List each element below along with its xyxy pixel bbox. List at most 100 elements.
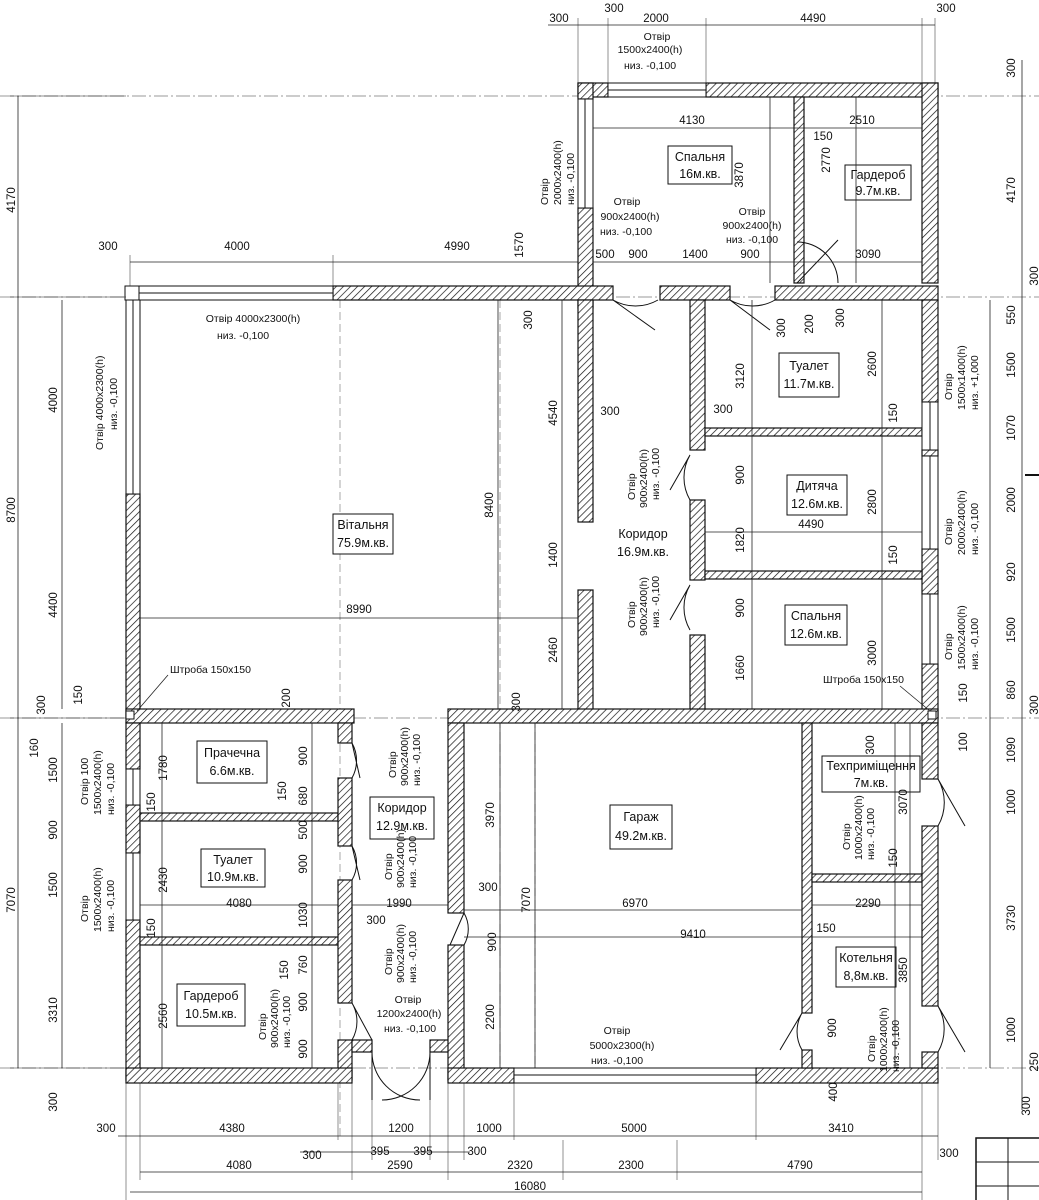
svg-text:900: 900	[48, 820, 60, 839]
svg-text:2460: 2460	[548, 637, 560, 663]
opening-top-window-2: 1500x2400(h)	[618, 44, 683, 56]
svg-text:1500: 1500	[48, 872, 60, 898]
opening-bed-door-3: низ. -0,100	[600, 226, 652, 238]
room-box-garazh	[609, 804, 673, 850]
note-shtroba-left: Штроба 150x150	[170, 664, 251, 676]
svg-text:2000: 2000	[1006, 487, 1018, 513]
svg-text:низ. -0,100: низ. -0,100	[969, 618, 981, 670]
svg-text:150: 150	[277, 781, 289, 800]
svg-text:1500x1400(h): 1500x1400(h)	[956, 345, 968, 410]
svg-text:низ. +1,000: низ. +1,000	[969, 355, 981, 410]
svg-text:150: 150	[888, 848, 900, 867]
svg-text:900: 900	[298, 1039, 310, 1058]
dimension-lines	[10, 18, 1023, 1200]
svg-text:Отвір: Отвір	[539, 178, 551, 205]
room-box-tekhprym	[821, 755, 921, 793]
dim-top-1: 300	[604, 3, 623, 15]
svg-text:300: 300	[511, 692, 523, 711]
svg-text:300: 300	[835, 308, 847, 327]
dim-cor-0: 500	[595, 249, 614, 261]
svg-text:680: 680	[298, 786, 310, 805]
opening-gar-gate-3: низ. -0,100	[591, 1055, 643, 1067]
opening-liv-left: Отвір 4000x2300(h) низ. -0,100	[94, 356, 120, 450]
svg-text:3970: 3970	[485, 802, 497, 828]
opening-liv-top-1: Отвір 4000x2300(h)	[206, 313, 300, 325]
svg-text:300: 300	[1021, 1096, 1033, 1115]
svg-text:2320: 2320	[507, 1160, 533, 1172]
svg-text:1000: 1000	[476, 1123, 502, 1135]
room-name-kotelnia: Котельня	[839, 951, 893, 965]
svg-text:2590: 2590	[387, 1160, 413, 1172]
svg-text:низ. -0,100: низ. -0,100	[890, 1020, 902, 1072]
svg-text:7070: 7070	[6, 887, 18, 913]
svg-text:низ. -0,100: низ. -0,100	[407, 836, 419, 888]
opening-bed-door-2: 900x2400(h)	[601, 211, 660, 223]
opening-cor-d1: Отвір 900x2400(h) низ. -0,100	[626, 448, 662, 508]
svg-text:300: 300	[1029, 266, 1039, 285]
opening-gar-gate-2: 5000x2300(h)	[590, 1040, 655, 1052]
svg-text:1500: 1500	[48, 757, 60, 783]
note-shtroba-right: Штроба 150x150	[823, 674, 904, 686]
svg-text:3120: 3120	[735, 363, 747, 389]
svg-text:300: 300	[36, 695, 48, 714]
svg-text:300: 300	[523, 310, 535, 329]
svg-text:1780: 1780	[158, 755, 170, 781]
svg-text:900: 900	[298, 746, 310, 765]
dim-bed-2: 2510	[849, 115, 875, 127]
svg-text:395: 395	[370, 1146, 389, 1158]
svg-text:900x2400(h): 900x2400(h)	[638, 577, 650, 636]
dim-cor-3: 900	[740, 249, 759, 261]
svg-text:Отвір: Отвір	[383, 948, 395, 975]
svg-text:5000: 5000	[621, 1123, 647, 1135]
svg-text:300: 300	[713, 404, 732, 416]
dim-top-2: 2000	[643, 13, 669, 25]
room-labels: Спальня 16м.кв. Гардероб 9.7м.кв. Туалет…	[176, 145, 921, 1027]
room-area-tualet1: 11.7м.кв.	[783, 377, 834, 391]
svg-text:300: 300	[776, 318, 788, 337]
svg-text:3730: 3730	[1006, 905, 1018, 931]
dimension-labels: 300 300 2000 4490 300 4130 150 2510 300 …	[6, 3, 1039, 1193]
svg-text:400: 400	[828, 1082, 840, 1101]
svg-text:550: 550	[1006, 305, 1018, 324]
svg-text:1090: 1090	[1006, 737, 1018, 763]
svg-text:900x2400(h): 900x2400(h)	[638, 449, 650, 508]
room-area-garderob2: 10.5м.кв.	[185, 1007, 237, 1021]
svg-text:1000: 1000	[1006, 789, 1018, 815]
svg-text:8400: 8400	[484, 492, 496, 518]
opening-sp-win: Отвір 1500x2400(h) низ. -0,100	[943, 605, 981, 670]
walls	[124, 82, 939, 1084]
svg-text:Отвір: Отвір	[79, 895, 91, 922]
room-name-dytiacha: Дитяча	[796, 479, 837, 493]
room-area-korydor2: 12.9м.кв.	[376, 819, 428, 833]
svg-text:1000x2400(h): 1000x2400(h)	[853, 795, 865, 860]
svg-text:1000x2400(h): 1000x2400(h)	[878, 1007, 890, 1072]
svg-text:Отвір: Отвір	[383, 853, 395, 880]
room-name-tualet2: Туалет	[213, 853, 253, 867]
room-area-vitalnia: 75.9м.кв.	[337, 536, 389, 550]
svg-text:Отвір: Отвір	[387, 751, 399, 778]
svg-text:1820: 1820	[735, 527, 747, 553]
dim-bed-1: 150	[813, 131, 832, 143]
svg-text:4790: 4790	[787, 1160, 813, 1172]
svg-text:920: 920	[1006, 562, 1018, 581]
opening-pr-win: Отвір 100 1500x2400(h) низ. -0,100	[79, 750, 117, 815]
svg-text:низ. -0,100: низ. -0,100	[411, 734, 423, 786]
room-name-garderob1: Гардероб	[851, 168, 906, 182]
svg-text:300: 300	[48, 1092, 60, 1111]
opening-tu2-win: Отвір 1500x2400(h) низ. -0,100	[79, 867, 117, 932]
svg-text:4170: 4170	[6, 187, 18, 213]
svg-text:Отвір: Отвір	[626, 473, 638, 500]
svg-text:250: 250	[1029, 1052, 1039, 1071]
svg-text:150: 150	[73, 685, 85, 704]
svg-text:2000x2400(h): 2000x2400(h)	[956, 490, 968, 555]
svg-text:2200: 2200	[485, 1004, 497, 1030]
svg-text:Отвір 4000x2300(h): Отвір 4000x2300(h)	[94, 356, 106, 450]
dim-garage: 3970 7070 2200 900 6970 9410 300	[485, 692, 706, 1029]
svg-text:150: 150	[888, 545, 900, 564]
opening-dyt-win: Отвір 2000x2400(h) низ. -0,100	[943, 490, 981, 555]
svg-text:7070: 7070	[521, 887, 533, 913]
svg-text:Отвір: Отвір	[841, 823, 853, 850]
room-name-tualet1: Туалет	[789, 359, 829, 373]
opening-top-window-1: Отвір	[644, 31, 671, 43]
room-name-vitalnia: Вітальня	[337, 518, 388, 532]
